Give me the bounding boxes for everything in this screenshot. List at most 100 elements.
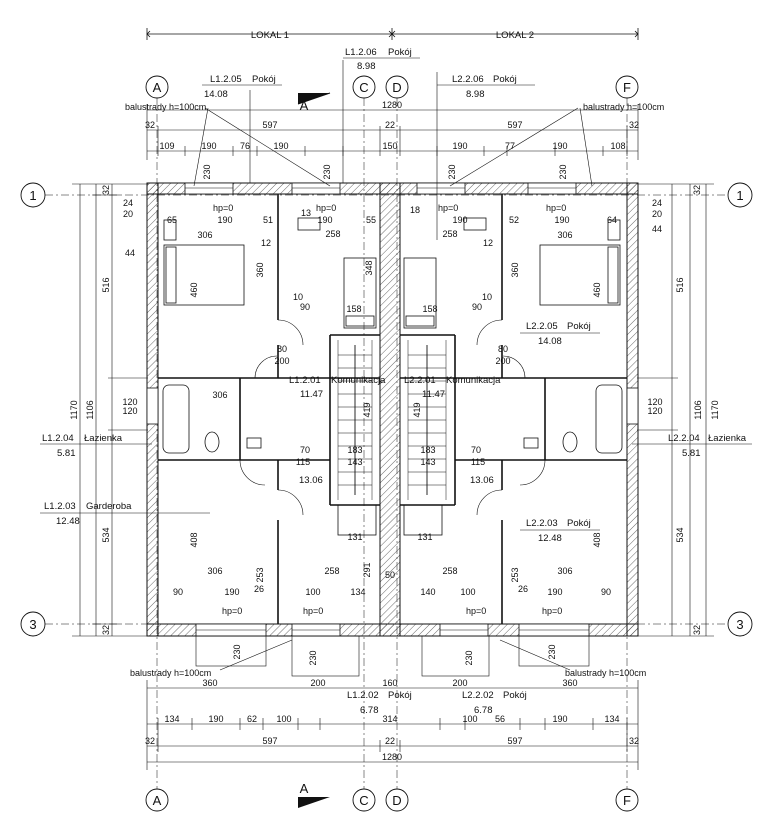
int-dim-20-a: 20 [123,209,133,219]
door-swings [239,319,546,516]
dim-top-chain-7: 190 [552,141,567,151]
dim-bottom-half-3: 597 [507,736,522,746]
dim-bottom-mid-2: 160 [382,678,397,688]
int-dim-258-d: 258 [442,566,457,576]
room-code-L1-2-05: L1.2.05 [210,74,242,85]
interior-walls [158,194,627,624]
room-area-L1-2-06: 8.98 [357,61,376,72]
room-name-L1-2-06: Pokój [388,47,412,58]
int-dim-360-b: 360 [510,262,520,277]
int-dim-200-a: 200 [274,356,289,366]
int-dim-131-a: 131 [347,532,362,542]
int-dim-183-b: 183 [420,445,435,455]
int-dim-55: 55 [366,215,376,225]
dim-bottom-chain-4: 314 [382,714,397,724]
dim-top-chain-8: 108 [610,141,625,151]
room-name-L2-2-03: Pokój [567,518,591,529]
room-name-L2-2-05: Pokój [567,321,591,332]
hp-label-2: hp=0 [316,203,336,213]
room-area-L1-2-02: 6.78 [360,705,379,716]
grid-bubble-A-bottom [145,788,169,812]
room-area-L2-2-03: 12.48 [538,533,562,544]
dim-bottom-chain-0: 134 [164,714,179,724]
dim-lines-right [637,183,714,637]
grid-label-1-left: 1 [29,188,36,203]
int-dim-115-b: 115 [471,457,485,467]
leader-lines [193,60,593,671]
room-code-L2-2-01: L2.2.01 [404,375,436,386]
dim-top-half-4: 32 [629,120,639,130]
dim-top-chain-3: 190 [273,141,288,151]
dim-bottom-half-0: 32 [145,736,155,746]
room-area-L2-2-05: 14.08 [538,336,562,347]
int-dim-230-g: 230 [447,164,457,179]
int-dim-306-a: 306 [197,230,212,240]
int-dim-90-a: 90 [300,302,310,312]
int-dim-143-a: 143 [347,457,362,467]
section-label-top: A [300,98,309,113]
int-dim-65: 65 [167,215,177,225]
int-dim-90-b: 90 [472,302,482,312]
dim-lines-bottom [146,680,639,770]
grid-bubble-3-right [727,611,753,637]
dim-top-chain-0: 109 [159,141,174,151]
dim-bottom-half-2: 22 [385,736,395,746]
hp-label-3: hp=0 [438,203,458,213]
int-dim-51: 51 [263,215,273,225]
dim-right-part-4: 32 [692,625,702,635]
grid-label-3-left: 3 [29,617,36,632]
int-dim-190-d: 190 [554,215,569,225]
grid-bubble-1-right [727,182,753,208]
dim-top-overall: 1280 [382,100,402,110]
room-name-L1-2-01: Komunikacja [331,375,386,386]
room-area-L1-2-01: 11.47 [300,389,323,400]
int-dim-200-b: 200 [495,356,510,366]
room-name-L2-2-04: Łazienka [708,433,747,444]
int-dim-183-a: 183 [347,445,362,455]
int-dim-143-b: 143 [420,457,435,467]
int-dim-12-a: 12 [261,238,271,248]
int-dim-253-b: 253 [510,567,520,582]
int-dim-230-d: 230 [547,644,557,659]
room-code-L2-2-04: L2.2.04 [668,433,700,444]
int-dim-306-e: 306 [557,566,572,576]
room-area-L1-2-03: 12.48 [56,516,80,527]
room-area-L2-2-02: 6.78 [474,705,493,716]
dim-top-half-0: 32 [145,120,155,130]
room-code-L2-2-03: L2.2.03 [526,518,558,529]
grid-label-F-bottom: F [623,793,631,808]
int-dim-70-b: 70 [471,445,481,455]
lokal-header [146,28,639,40]
int-dim-50: 50 [385,570,395,580]
int-dim-190-f: 190 [547,587,562,597]
int-dim-18: 18 [410,205,420,215]
room-name-L2-2-06: Pokój [493,74,517,85]
int-dim-230-c: 230 [464,650,474,665]
dim-top-chain-1: 190 [201,141,216,151]
int-dim-10-b: 10 [482,292,492,302]
int-dim-419-b: 419 [412,402,422,417]
dim-bottom-chain-3: 100 [276,714,291,724]
int-dim-120-a: 120 [122,406,137,416]
grid-label-D-top: D [392,80,401,95]
balustrade-note-top-left: balustrady h=100cm [125,102,206,112]
dim-bottom-mid-3: 200 [452,678,467,688]
int-dim-258-a: 258 [325,229,340,239]
int-dim-44-b: 44 [652,224,662,234]
hp-label-4: hp=0 [546,203,566,213]
grid-label-1-right: 1 [736,188,743,203]
dim-right-part-0: 32 [692,185,702,195]
room-name-L1-2-05: Pokój [252,74,276,85]
room-code-L2-2-05: L2.2.05 [526,321,558,332]
stairs [337,340,447,500]
int-dim-70-a: 70 [300,445,310,455]
section-label-bottom: A [300,781,309,796]
room-area-left-hall: 13.06 [299,475,323,486]
int-dim-419-a: 419 [362,402,372,417]
grid-label-A-bottom: A [153,793,162,808]
dim-bottom-chain-5: 100 [462,714,477,724]
room-area-L2-2-01: 11.47 [422,389,445,400]
int-dim-24-b: 24 [652,198,662,208]
dim-bottom-mid-0: 360 [202,678,217,688]
